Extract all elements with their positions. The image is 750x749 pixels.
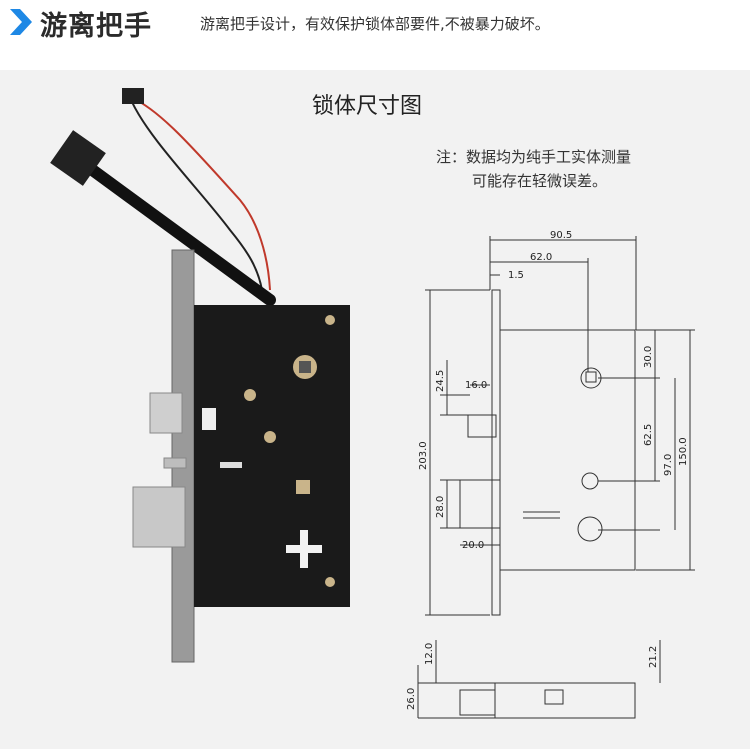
dim-150-0: 150.0 bbox=[678, 437, 689, 466]
drawing-faceplate bbox=[491, 289, 501, 616]
measurement-note-line1: 注：数据均为纯手工实体测量 bbox=[436, 148, 632, 166]
dim-203-0: 203.0 bbox=[418, 441, 429, 470]
lock-case bbox=[194, 305, 350, 607]
chevron-right-icon bbox=[10, 9, 32, 35]
dim-26-0: 26.0 bbox=[406, 688, 417, 710]
cylinder-hole bbox=[286, 530, 322, 568]
dim-24-5: 24.5 bbox=[435, 370, 446, 392]
connector-plug bbox=[50, 130, 106, 186]
dim-97-0: 97.0 bbox=[663, 454, 674, 476]
latch-bolt bbox=[149, 392, 183, 434]
section-title: 游离把手 bbox=[40, 11, 152, 42]
dim-21-2: 21.2 bbox=[648, 646, 659, 668]
deadbolt bbox=[132, 486, 186, 548]
dim-16-0: 16.0 bbox=[465, 380, 487, 391]
drawing-side-view bbox=[494, 682, 636, 719]
dim-62-5: 62.5 bbox=[643, 424, 654, 446]
dim-30-0: 30.0 bbox=[643, 346, 654, 368]
product-panel bbox=[0, 70, 750, 749]
small-connector bbox=[122, 88, 144, 104]
dim-20-0: 20.0 bbox=[462, 540, 484, 551]
drawing-case bbox=[499, 329, 636, 571]
dim-28-0: 28.0 bbox=[435, 496, 446, 518]
dim-12-0: 12.0 bbox=[424, 643, 435, 665]
section-description: 游离把手设计，有效保护锁体部要件,不被暴力破坏。 bbox=[200, 15, 550, 33]
dim-1-5: 1.5 bbox=[508, 270, 524, 281]
diagram-title: 锁体尺寸图 bbox=[312, 94, 423, 119]
measurement-note-line2: 可能存在轻微误差。 bbox=[472, 172, 608, 190]
header: 游离把手 游离把手设计，有效保护锁体部要件,不被暴力破坏。 bbox=[0, 0, 750, 46]
dim-62-0: 62.0 bbox=[530, 252, 552, 263]
dim-90-5: 90.5 bbox=[550, 230, 572, 241]
